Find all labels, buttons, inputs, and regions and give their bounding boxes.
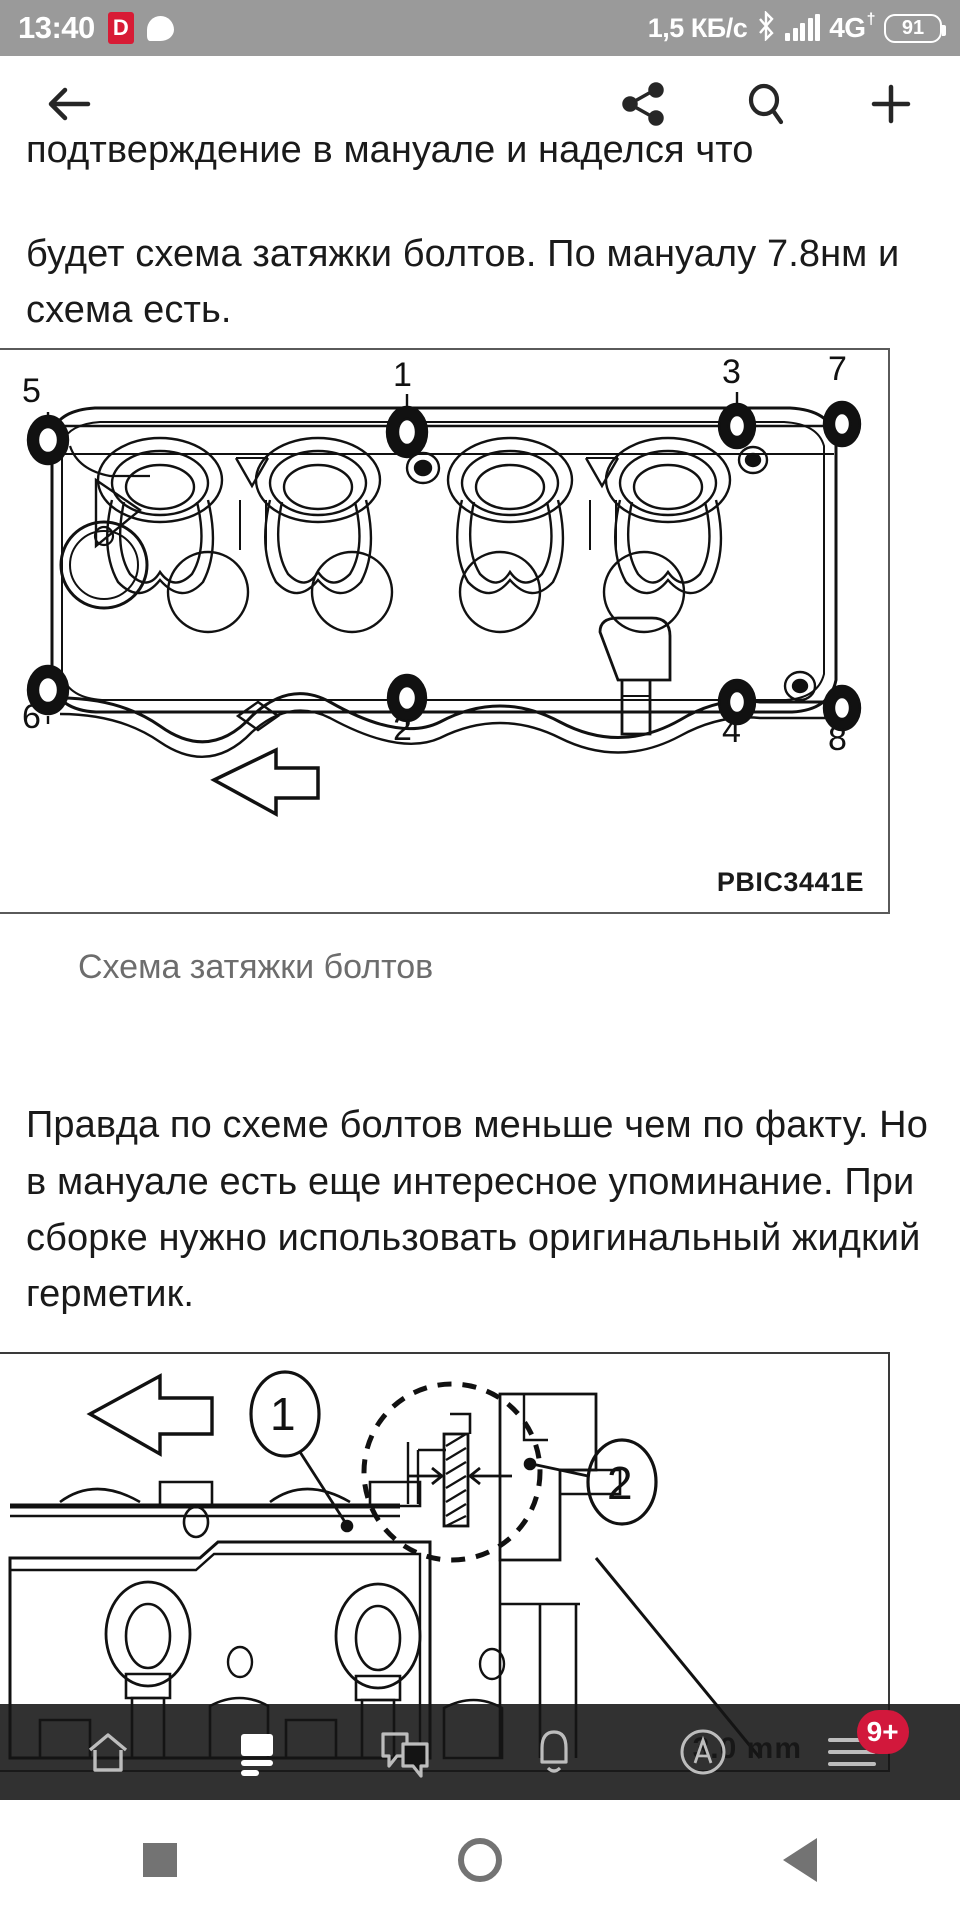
search-icon[interactable]: [734, 71, 800, 137]
battery-indicator: 91: [884, 13, 946, 43]
square-recents-icon[interactable]: [115, 1830, 205, 1890]
nav-feed[interactable]: [216, 1716, 298, 1788]
bolt-tightening-diagram[interactable]: 5 1 3 7 6 2 4 8: [0, 348, 890, 915]
nav-notifications[interactable]: [513, 1716, 595, 1788]
battery-level-text: 91: [901, 16, 925, 39]
bolt-label-5: 5: [22, 372, 41, 410]
network-type-label: 4G†: [829, 12, 875, 44]
network-type-text: 4G: [829, 12, 866, 43]
triangle-back-icon[interactable]: [755, 1830, 845, 1890]
bolt-label-1: 1: [393, 356, 412, 394]
callout-1: 1: [249, 1370, 354, 1533]
menu-notification-badge: 9+: [856, 1710, 909, 1754]
network-type-sup: †: [866, 11, 876, 28]
bell-icon: [540, 1730, 568, 1773]
share-icon[interactable]: [610, 71, 676, 137]
bolt-hole-1: [385, 406, 429, 459]
detail-highlight-circle: [361, 1381, 543, 1563]
nav-auto[interactable]: [662, 1716, 744, 1788]
clipped-paragraph: подтверждение в мануале и наделся что: [0, 122, 960, 226]
back-arrow-icon[interactable]: [36, 71, 102, 137]
nav-home[interactable]: [67, 1716, 149, 1788]
plus-icon[interactable]: [858, 71, 924, 137]
home-icon: [89, 1733, 128, 1772]
status-bar-right: 1,5 КБ/с 4G† 91: [647, 10, 946, 45]
paragraph-2: Правда по схеме болтов меньше чем по фак…: [26, 1104, 928, 1316]
direction-arrow-icon: [86, 1373, 214, 1458]
signal-bars-icon: [785, 14, 821, 41]
chat-bubble-icon: [146, 15, 174, 41]
bolt-hole-4: [717, 679, 757, 726]
sealant-bead: [442, 1433, 470, 1528]
bolt-hole-7: [822, 401, 862, 448]
nav-comments[interactable]: [365, 1716, 447, 1788]
bolt-hole-2: [386, 674, 428, 723]
status-time: 13:40: [18, 10, 95, 45]
callout-2: 2: [523, 1438, 658, 1527]
direction-arrow-icon: [210, 747, 320, 818]
bottom-navigation-bar: 9+: [0, 1704, 960, 1800]
bluetooth-icon: [756, 10, 776, 45]
app-toolbar: [0, 56, 960, 152]
article-feed-icon: [240, 1734, 273, 1776]
bolt-hole-8: [822, 685, 862, 732]
figure-1-wrapper: 5 1 3 7 6 2 4 8: [0, 348, 960, 987]
circled-a-icon: [680, 1729, 726, 1775]
status-bar-left: 13:40 D: [18, 10, 174, 46]
bolt-label-3: 3: [722, 353, 741, 391]
status-bar: 13:40 D 1,5 КБ/с 4G† 91: [0, 0, 960, 56]
article-content[interactable]: подтверждение в мануале и наделся что бу…: [0, 129, 960, 1920]
toolbar-actions: [610, 71, 924, 137]
circle-home-icon[interactable]: [435, 1830, 525, 1890]
bolt-label-7: 7: [828, 350, 847, 388]
bolt-hole-3: [717, 403, 757, 450]
network-speed: 1,5 КБ/с: [647, 12, 748, 43]
comments-icon: [381, 1732, 429, 1778]
figure-caption: Схема затяжки болтов: [78, 948, 434, 987]
figure-code-label: PBIC3441E: [716, 867, 864, 898]
clipped-paragraph-text: подтверждение в мануале и наделся что: [26, 129, 754, 171]
bolt-hole-5: [26, 415, 70, 466]
paragraph-1: будет схема затяжки болтов. По мануалу 7…: [26, 233, 900, 332]
system-navigation-bar: [0, 1800, 960, 1920]
nav-menu[interactable]: 9+: [811, 1710, 909, 1788]
bolt-hole-6: [26, 665, 70, 716]
callout-1-number: 1: [270, 1388, 296, 1440]
dzen-badge: D: [107, 12, 134, 44]
